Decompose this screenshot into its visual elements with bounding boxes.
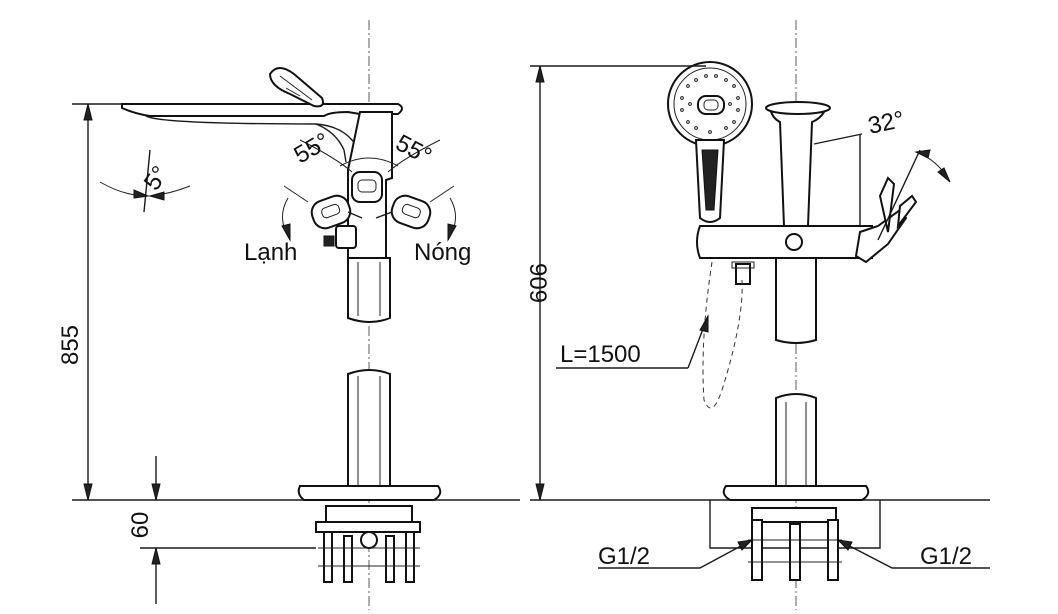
body-center-knob (351, 171, 383, 203)
right-column-upper (775, 257, 817, 344)
hose-outlet (735, 263, 751, 285)
mount-bolts (318, 531, 420, 583)
top-angle-arc (339, 157, 399, 167)
right-mount-bolts (748, 519, 842, 581)
column-upper (347, 257, 391, 323)
upper-riser (768, 107, 828, 227)
left-front-view (72, 20, 520, 610)
spout-underside (145, 115, 361, 151)
shower-head (667, 61, 753, 147)
left-height-label: 855 (57, 325, 84, 365)
diverter-housing (335, 225, 357, 249)
right-height-label: 909 (524, 263, 551, 303)
body-center-knob-inner (357, 179, 377, 193)
spout-top (121, 103, 403, 117)
side-lever-up (878, 176, 896, 233)
side-lever-down (896, 194, 918, 230)
mount-plate (325, 505, 413, 523)
valve-body (696, 225, 873, 259)
thread-left-label: G1/2 (598, 543, 650, 570)
shower-nozzles (680, 74, 740, 134)
cold-handle (310, 194, 363, 230)
left-base-label: 60 (127, 512, 154, 539)
right-base-flange (722, 485, 870, 501)
right-mount-plate (751, 507, 837, 523)
lever-angle-label: 32° (866, 106, 907, 140)
right-side-view (530, 20, 990, 610)
diverter-button (323, 235, 335, 247)
cold-label: Lạnh (244, 239, 297, 266)
column-lower (347, 369, 391, 487)
tilt-angle-label: 5° (139, 161, 174, 195)
cold-angle-line (299, 139, 353, 173)
hose-length-label: L=1500 (560, 341, 641, 368)
thread-right-label: G1/2 (920, 543, 972, 570)
tilt-line (143, 149, 151, 213)
right-column-lower (775, 393, 817, 487)
hot-label: Nóng (414, 239, 471, 266)
angle-ref-line (813, 133, 863, 145)
hot-angle-line (387, 139, 441, 173)
side-lever (854, 208, 908, 264)
upper-riser-cap (765, 101, 831, 115)
angle-lever-line (877, 149, 921, 241)
hot-handle (375, 194, 432, 230)
top-lever (268, 67, 324, 108)
top-lever-detail (279, 75, 313, 101)
cold-angle-label: 55° (290, 128, 335, 170)
valve-center (785, 233, 803, 251)
mount-nut (360, 531, 378, 549)
spout-curve (315, 123, 347, 163)
top-lever-detail-2 (285, 87, 301, 97)
mount-plate-2 (315, 521, 421, 533)
base-flange (297, 485, 442, 501)
